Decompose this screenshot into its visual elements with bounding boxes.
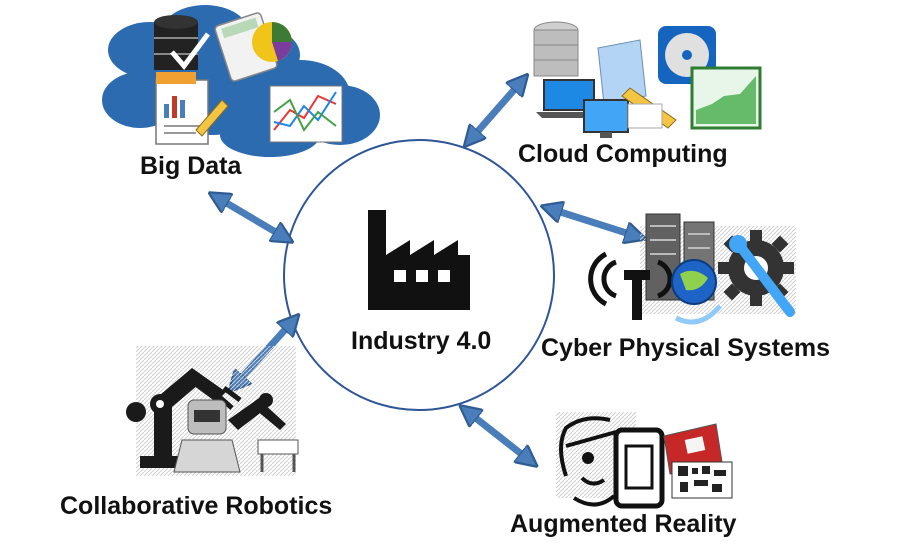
wrench-icon [729, 235, 795, 317]
arrow-ar [468, 412, 529, 460]
database-icon [154, 15, 210, 70]
small-robot-arm-icon [228, 393, 286, 430]
cyber-physical-systems-label: Cyber Physical Systems [541, 334, 831, 362]
big-data-illustration [102, 5, 380, 157]
antenna-icon [588, 251, 673, 320]
folder-icon [597, 39, 647, 105]
monitor-icon [583, 99, 629, 138]
factory-icon [368, 210, 470, 310]
center-label: Industry 4.0 [351, 327, 492, 355]
arrow-cps [551, 209, 636, 236]
report-icon [155, 72, 229, 145]
cable-icon [674, 304, 722, 325]
face-icon [559, 416, 617, 507]
server-icon [533, 21, 579, 77]
robotics-illustration [126, 346, 299, 476]
cloud-computing-label: Cloud Computing [518, 140, 728, 168]
line-chart-icon [269, 85, 343, 143]
robot-arm-icon [126, 368, 242, 468]
smartphone-icon [613, 427, 665, 509]
stock-chart-icon [690, 66, 762, 130]
pencil-icon [621, 87, 677, 129]
arrow-cloud [471, 82, 521, 139]
cps-illustration [588, 213, 796, 325]
arrow-big-data [218, 198, 284, 237]
ar-illustration [556, 412, 733, 509]
cloud-computing-illustration [533, 21, 762, 138]
augmented-reality-label: Augmented Reality [510, 510, 737, 538]
collaborative-robotics-label: Collaborative Robotics [60, 492, 333, 520]
qr-code-icon [671, 461, 733, 499]
pie-chart-icon [252, 22, 292, 62]
conveyor-icon [257, 439, 299, 472]
big-data-label: Big Data [140, 152, 242, 180]
humanoid-robot-icon [173, 399, 241, 473]
globe-icon [671, 259, 717, 305]
